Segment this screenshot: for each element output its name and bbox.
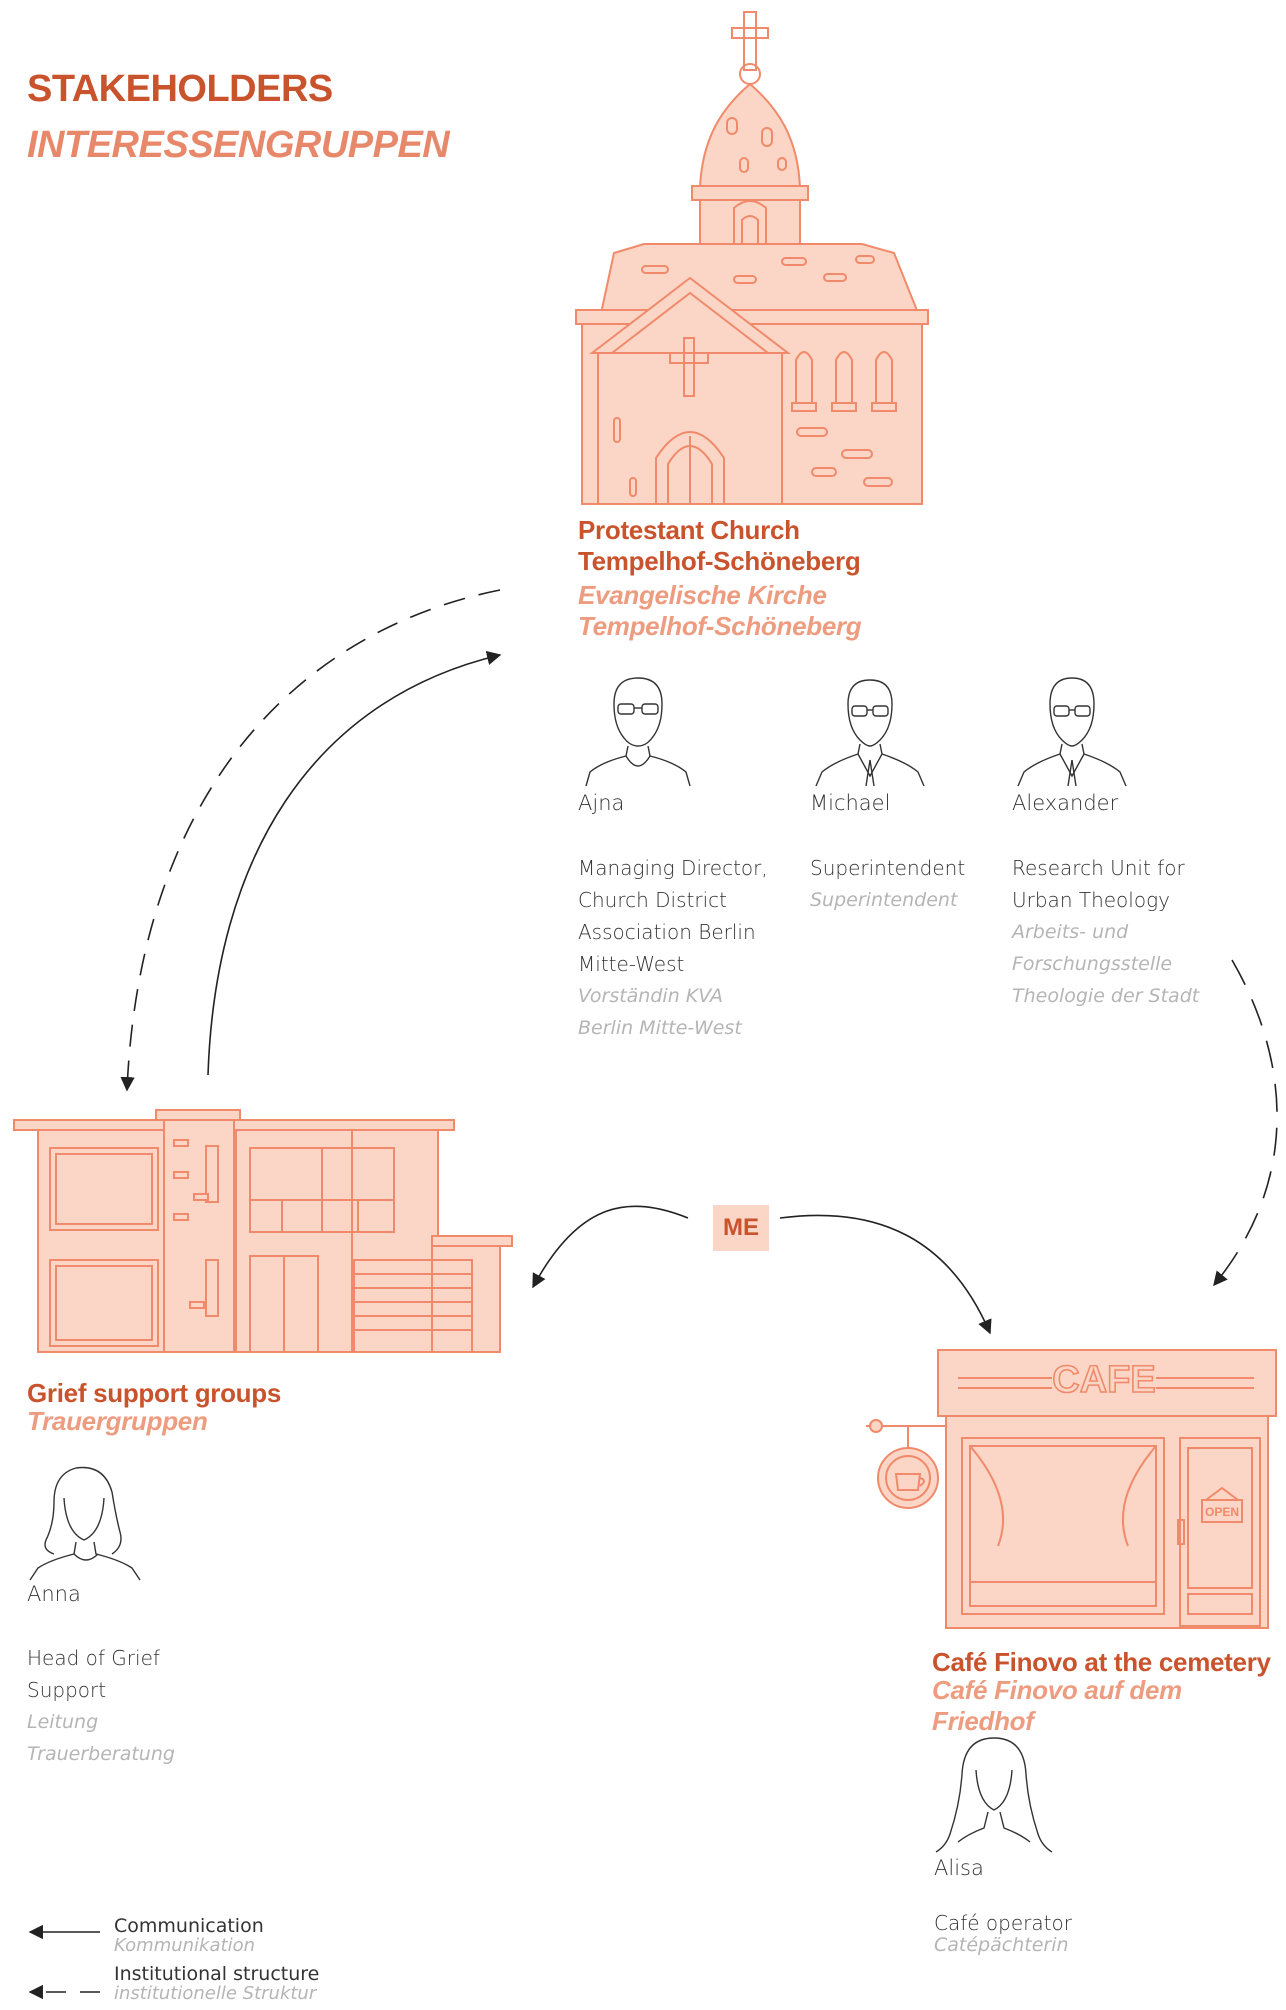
church-icon	[575, 11, 929, 505]
role-de-line: Berlin Mitte-West	[578, 1017, 742, 1039]
person-ajna-avatar	[585, 677, 691, 787]
role-de-line: Vorständin KVA	[578, 985, 723, 1007]
person-anna-role: Head of Grief Support Leitung Trauerbera…	[27, 1642, 247, 1770]
communication-arrow-grief-church	[207, 650, 502, 1076]
legend-label-de: institutionelle Struktur	[114, 1983, 317, 2004]
communication-arrow-me-cafe	[779, 1214, 992, 1335]
grief-name-de: Trauergruppen	[27, 1406, 208, 1436]
role-en-line: Superintendent	[810, 856, 966, 880]
church-name-en: Protestant Church Tempelhof-Schöneberg	[578, 515, 861, 577]
communication-arrow-me-grief	[532, 1205, 689, 1289]
cafe-icon: CAFE OPEN	[866, 1349, 1277, 1629]
church-name-de-line1: Evangelische Kirche	[578, 580, 827, 610]
legend-institutional: Institutional structure institutionelle …	[114, 1964, 319, 2004]
person-alexander-role: Research Unit for Urban Theology Arbeits…	[1012, 852, 1242, 1012]
institutional-arrow-church-cafe	[1213, 959, 1278, 1287]
person-alexander-name: Alexander	[1012, 791, 1119, 815]
person-michael-name: Michael	[810, 791, 891, 815]
person-michael-role: Superintendent Superintendent	[810, 852, 990, 916]
person-ajna-role: Managing Director, Church District Assoc…	[578, 852, 798, 1044]
person-alisa-role: Café operator Catépächterin	[934, 1912, 1154, 1956]
page-subtitle: INTERESSENGRUPPEN	[27, 124, 450, 166]
legend-communication: Communication Kommunikation	[114, 1916, 264, 1956]
person-alisa-avatar	[935, 1737, 1053, 1853]
role-de-line: Catépächterin	[934, 1934, 1069, 1956]
legend-label-de: Kommunikation	[114, 1935, 255, 1956]
me-badge: ME	[713, 1205, 769, 1251]
open-sign-text: OPEN	[1205, 1505, 1239, 1519]
role-en-line: Association Berlin	[578, 920, 756, 944]
legend-label-en: Institutional structure	[114, 1963, 320, 1985]
cafe-name-de: Café Finovo auf dem Friedhof	[932, 1675, 1182, 1736]
church-name-en-line2: Tempelhof-Schöneberg	[578, 546, 861, 576]
role-de-line: Superintendent	[810, 889, 958, 911]
legend-lines	[28, 1924, 100, 2000]
role-en-line: Managing Director,	[578, 856, 768, 880]
role-en-line: Mitte-West	[578, 952, 685, 976]
person-ajna-name: Ajna	[578, 791, 625, 815]
page-title: STAKEHOLDERS	[27, 68, 333, 110]
role-en-line: Church District	[578, 888, 727, 912]
role-en-line: Head of Grief	[27, 1646, 160, 1670]
person-alexander-avatar	[1017, 677, 1127, 787]
role-de-line: Arbeits- und	[1012, 921, 1129, 943]
person-anna-name: Anna	[27, 1582, 81, 1606]
role-de-line: Leitung	[27, 1711, 99, 1733]
person-anna-avatar	[29, 1466, 141, 1581]
role-en-line: Research Unit for	[1012, 856, 1185, 880]
church-name-en-line1: Protestant Church	[578, 515, 800, 545]
role-en-line: Urban Theology	[1012, 888, 1170, 912]
role-de-line: Trauerberatung	[27, 1743, 175, 1765]
role-de-line: Forschungsstelle	[1012, 953, 1173, 975]
building-icon	[13, 1109, 513, 1353]
institutional-arrow-church-grief	[120, 589, 501, 1092]
grief-name-en: Grief support groups	[27, 1378, 282, 1408]
church-name-de: Evangelische Kirche Tempelhof-Schöneberg	[578, 580, 862, 642]
legend-label-en: Communication	[114, 1915, 264, 1937]
church-name-de-line2: Tempelhof-Schöneberg	[578, 611, 862, 641]
cafe-name-en: Café Finovo at the cemetery	[932, 1647, 1271, 1677]
role-en-line: Support	[27, 1678, 107, 1702]
person-alisa-name: Alisa	[934, 1856, 984, 1880]
role-en-line: Café operator	[934, 1911, 1072, 1935]
person-michael-avatar	[815, 679, 925, 787]
cafe-sign-text: CAFE	[1052, 1359, 1155, 1401]
role-de-line: Theologie der Stadt	[1012, 985, 1200, 1007]
